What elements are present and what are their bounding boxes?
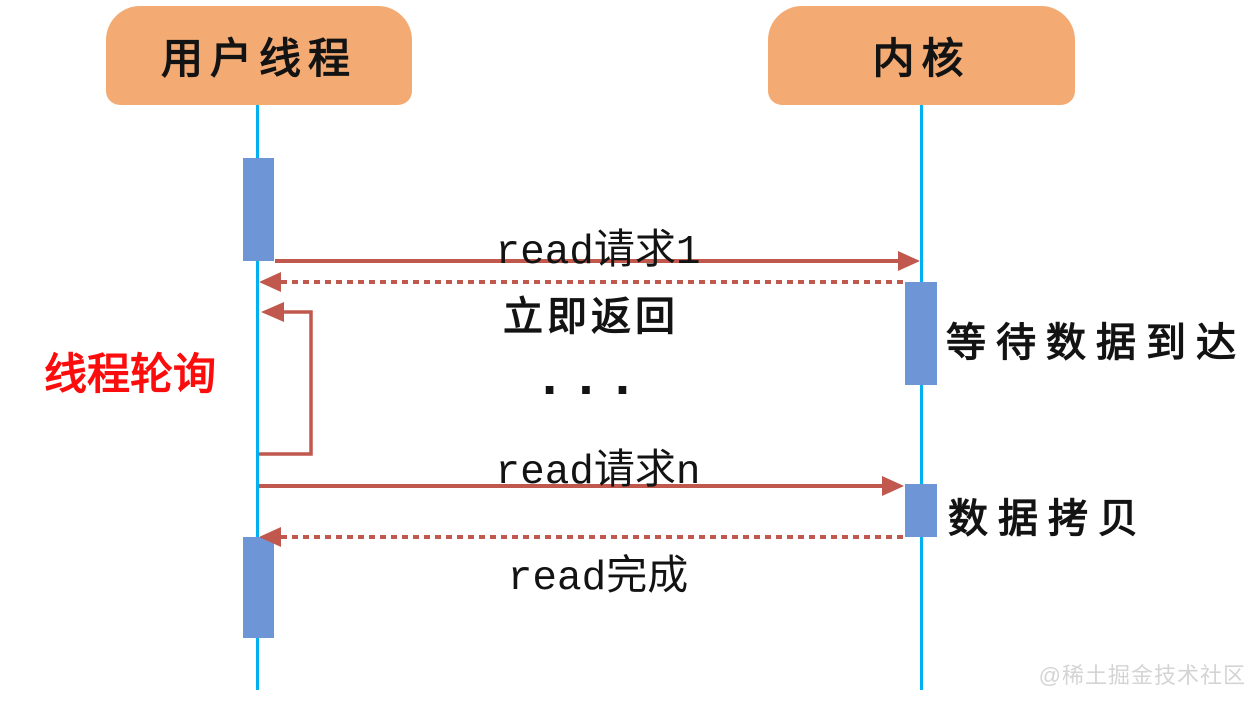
label-wait-for-data: 等待数据到达 — [946, 320, 1246, 365]
label-read-complete: read完成 — [507, 556, 689, 602]
actor-kernel: 内核 — [768, 6, 1075, 105]
activation-user-first — [243, 158, 274, 261]
actor-user-thread: 用户线程 — [106, 6, 412, 105]
lifeline-user-thread — [256, 105, 259, 690]
label-thread-polling: 线程轮询 — [44, 352, 216, 399]
arrowhead-immediate-return — [259, 272, 281, 292]
activation-kernel-wait — [905, 282, 937, 385]
activation-kernel-copy — [905, 484, 937, 537]
label-data-copy: 数据拷贝 — [948, 496, 1148, 541]
arrowhead-read-request-1 — [898, 251, 920, 271]
label-read-request-1: read请求1 — [495, 230, 701, 276]
arrow-polling-loop — [259, 310, 313, 456]
label-ellipsis: ... — [533, 350, 643, 411]
arrowhead-read-complete — [259, 527, 281, 547]
activation-user-second — [243, 537, 274, 638]
arrowhead-polling-loop — [261, 302, 284, 322]
arrowhead-read-request-n — [882, 476, 904, 496]
lifeline-kernel — [920, 105, 923, 690]
watermark-juejin-community: @稀土掘金技术社区 — [1038, 663, 1246, 688]
label-read-request-n: read请求n — [495, 450, 701, 496]
label-immediate-return: 立即返回 — [503, 294, 679, 339]
